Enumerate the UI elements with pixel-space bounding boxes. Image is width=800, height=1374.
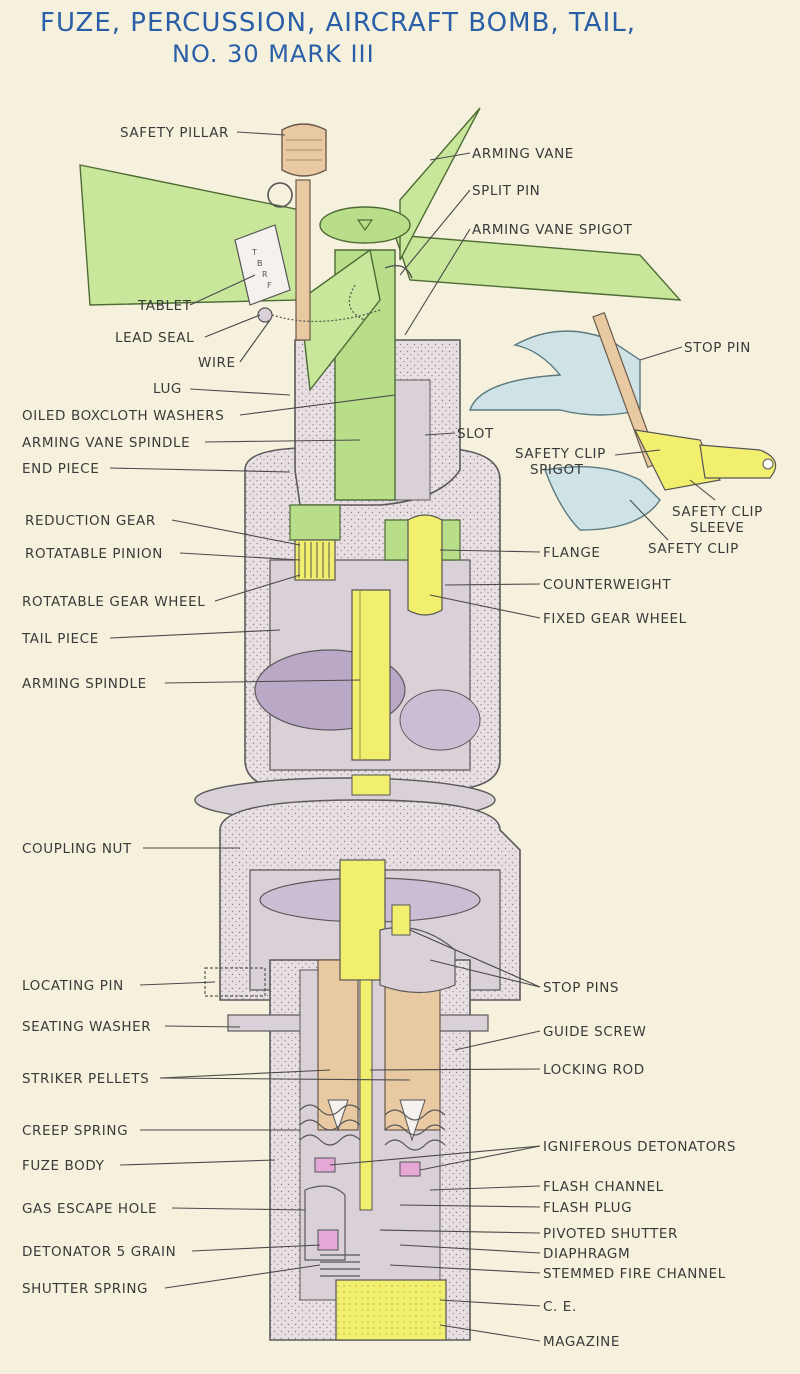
label-fixed-gear-wheel: FIXED GEAR WHEEL (543, 611, 687, 627)
split-pin (348, 264, 413, 321)
label-striker-pellets: STRIKER PELLETS (22, 1071, 149, 1087)
label-flash-channel: FLASH CHANNEL (543, 1179, 664, 1195)
label-magazine: MAGAZINE (543, 1334, 620, 1350)
diagram-title-line-2: NO. 30 MARK III (172, 40, 375, 68)
label-pivoted-shutter: PIVOTED SHUTTER (543, 1226, 678, 1242)
part-labels: SAFETY PILLAR ARMING VANE SPLIT PIN ARMI… (21, 125, 763, 1350)
reduction-gear (294, 539, 336, 581)
label-gas-escape-hole: GAS ESCAPE HOLE (22, 1201, 157, 1217)
label-detonator-5-grain: DETONATOR 5 GRAIN (22, 1244, 176, 1260)
label-safety-pillar: SAFETY PILLAR (120, 125, 229, 141)
label-slot: SLOT (457, 426, 494, 442)
arming-spindle (351, 589, 391, 796)
label-stemmed-fire-channel: STEMMED FIRE CHANNEL (543, 1266, 726, 1282)
label-flash-plug: FLASH PLUG (543, 1200, 632, 1216)
tablet-marking-1: T (251, 248, 257, 257)
label-safety-clip-spigot-2: SPIGOT (530, 462, 584, 478)
label-oiled-boxcloth-washers: OILED BOXCLOTH WASHERS (22, 408, 224, 424)
safety-clip-group (469, 312, 777, 531)
label-arming-vane-spigot: ARMING VANE SPIGOT (472, 222, 633, 238)
tablet-marking-2: B (257, 259, 263, 268)
label-safety-clip: SAFETY CLIP (648, 541, 739, 557)
label-arming-vane: ARMING VANE (472, 146, 574, 162)
label-tail-piece: TAIL PIECE (21, 631, 99, 647)
label-arming-spindle: ARMING SPINDLE (22, 676, 147, 692)
label-reduction-gear: REDUCTION GEAR (25, 513, 156, 529)
label-guide-screw: GUIDE SCREW (543, 1024, 646, 1040)
counterweight (407, 514, 443, 616)
label-tablet: TABLET (137, 298, 192, 314)
creep-spring (299, 1104, 446, 1151)
label-shutter-spring: SHUTTER SPRING (22, 1281, 148, 1297)
label-seating-washer: SEATING WASHER (22, 1019, 151, 1035)
label-flange: FLANGE (543, 545, 601, 561)
magazine-ce (335, 1279, 447, 1341)
tablet: T B R F (234, 224, 291, 306)
label-lead-seal: LEAD SEAL (115, 330, 194, 346)
label-rotatable-pinion: ROTATABLE PINION (25, 546, 163, 562)
label-wire: WIRE (198, 355, 236, 371)
leader-lines (109, 131, 716, 1342)
label-coupling-nut: COUPLING NUT (22, 841, 132, 857)
locking-rod (339, 859, 456, 1211)
label-diaphragm: DIAPHRAGM (543, 1246, 630, 1262)
label-locking-rod: LOCKING ROD (543, 1062, 645, 1078)
label-end-piece: END PIECE (22, 461, 99, 477)
label-ce: C. E. (543, 1299, 577, 1315)
label-counterweight: COUNTERWEIGHT (543, 577, 671, 593)
label-creep-spring: CREEP SPRING (22, 1123, 128, 1139)
label-arming-vane-spindle: ARMING VANE SPINDLE (22, 435, 190, 451)
label-locating-pin: LOCATING PIN (22, 978, 124, 994)
tablet-marking-4: F (267, 281, 272, 290)
label-split-pin: SPLIT PIN (472, 183, 540, 199)
locating-pin (204, 967, 266, 997)
label-igniferous-detonators: IGNIFEROUS DETONATORS (543, 1139, 736, 1155)
safety-pillar (267, 123, 327, 341)
label-rotatable-gear-wheel: ROTATABLE GEAR WHEEL (22, 594, 205, 610)
diagram-title-line-1: FUZE, PERCUSSION, AIRCRAFT BOMB, TAIL, (40, 8, 637, 38)
label-fuze-body: FUZE BODY (22, 1158, 105, 1174)
label-stop-pin: STOP PIN (684, 340, 751, 356)
tablet-marking-3: R (262, 270, 268, 279)
label-lug: LUG (153, 381, 182, 397)
lead-seal (257, 307, 381, 323)
label-safety-clip-sleeve-2: SLEEVE (690, 520, 745, 536)
label-stop-pins: STOP PINS (543, 980, 619, 996)
label-safety-clip-sleeve-1: SAFETY CLIP (672, 504, 763, 520)
label-safety-clip-spigot-1: SAFETY CLIP (515, 446, 606, 462)
shutter-and-detonator (304, 1185, 360, 1277)
